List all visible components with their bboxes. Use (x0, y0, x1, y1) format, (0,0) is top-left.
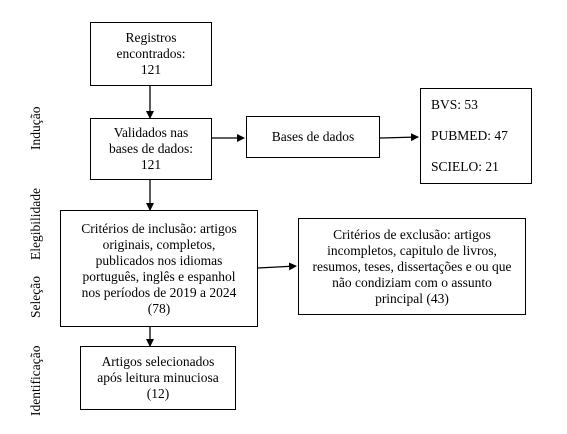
box-inclusion-criteria: Critérios de inclusão: artigos originais… (60, 210, 258, 327)
count-scielo: SCIELO: 21 (431, 159, 499, 175)
exclusion-line-2: incompletos, capitulo de livros, (327, 242, 497, 258)
exclusion-line-1: Critérios de exclusão: artigos (333, 226, 491, 242)
box-validated: Validados nas bases de dados: 121 (90, 118, 212, 180)
inclusion-line-6: (78) (147, 300, 171, 316)
arrow-databases-to-counts (379, 133, 419, 142)
inclusion-line-4: português, inglês e espanhol (82, 268, 236, 284)
box-databases: Bases de dados (246, 116, 380, 158)
box-database-counts: BVS: 53 PUBMED: 47 SCIELO: 21 (420, 88, 532, 184)
box-records-found-line-3: 121 (140, 62, 162, 77)
box-records-found: Registros encontrados: 121 (90, 22, 212, 86)
inclusion-line-3: publicados nos idiomas (95, 252, 223, 268)
inclusion-line-5: nos períodos de 2019 a 2024 (81, 284, 237, 300)
selected-line-2: após leitura minuciosa (97, 370, 219, 385)
arrow-inclusion-to-exclusion (257, 262, 297, 271)
count-bvs: BVS: 53 (431, 96, 478, 112)
box-selected-articles: Artigos selecionados após leitura minuci… (80, 346, 236, 410)
box-validated-line-1: Validados nas (113, 125, 189, 140)
inclusion-line-1: Critérios de inclusão: artigos (81, 220, 237, 236)
box-exclusion-criteria: Critérios de exclusão: artigos incomplet… (298, 218, 526, 315)
selected-line-1: Artigos selecionados (101, 354, 215, 369)
selected-line-3: (12) (146, 386, 170, 401)
count-pubmed: PUBMED: 47 (431, 127, 508, 143)
box-records-found-line-2: encontrados: (116, 46, 186, 61)
inclusion-line-2: originais, completos, (102, 236, 216, 252)
box-validated-line-3: 121 (140, 157, 162, 172)
exclusion-line-3: resumos, teses, dissertações e ou que (312, 258, 512, 274)
exclusion-line-4: não condiziam com o assunto (332, 274, 492, 290)
box-records-found-line-1: Registros (125, 30, 177, 45)
box-validated-line-2: bases de dados: (109, 141, 193, 156)
exclusion-line-5: principal (43) (375, 290, 449, 306)
box-databases-label: Bases de dados (271, 129, 355, 144)
